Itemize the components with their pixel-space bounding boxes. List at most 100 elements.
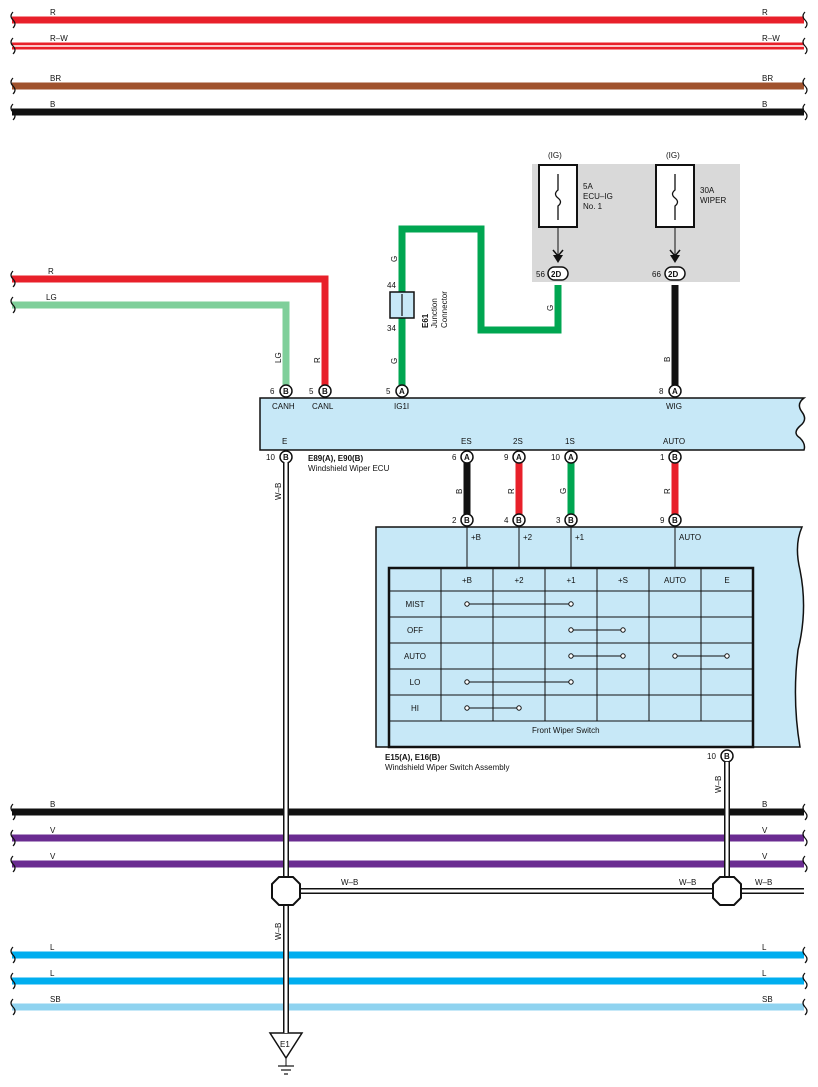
continuity-terminal [568,653,574,659]
continuity-terminal [568,679,574,685]
pin-num: 3 [556,516,561,525]
fuse2-name: WIPER [700,196,726,205]
bus-wire-code-right: L [762,943,767,952]
ecu-box [259,397,807,451]
junction-wire-top-code: G [390,256,399,262]
1s-wire-code: G [559,488,568,494]
fuse1-name: ECU–IG [583,192,613,201]
junction-pin-bottom: 34 [387,324,396,333]
bus-wire-code-left: BR [50,74,61,83]
bus-wire-code-right: R–W [762,34,780,43]
pin-num: 10 [266,453,275,462]
ecu-pin-e-label: E [282,437,287,446]
bus-wire-code-left: B [50,100,55,109]
continuity-terminal [464,705,470,711]
pin-conn: B [672,516,678,525]
pin-num: 10 [707,752,716,761]
pin-num: 5 [386,387,391,396]
continuity-terminal [516,705,522,711]
ground-wires: W–B W–B W–B W–B W–B W–B [274,462,804,1033]
fuse-icon [554,174,562,220]
pin-conn: B [283,453,289,462]
switch-pin-plus1-label: +1 [575,533,585,542]
ecu-switch-wires: B R G R [455,462,679,515]
ecu-pin-canl-label: CANL [312,402,334,411]
switch-table-column-header: +B [462,576,472,585]
fuse-ecu-ig-no1: (IG) 5A ECU–IG No. 1 [538,151,613,263]
continuity-terminal [672,653,678,659]
switch-pin-plus2-label: +2 [523,533,533,542]
continuity-terminal [464,679,470,685]
junction-name: Junction [430,298,439,328]
bus-wire-code-right: B [762,100,767,109]
ecu-bottom-pins: B 10 A 6 A 9 A 10 B 1 [266,450,682,464]
pin-conn: A [399,387,405,396]
splice-octagon-icon [271,876,301,906]
pin-num: 5 [309,387,314,396]
ecu-pin-canh-label: CANH [272,402,295,411]
bus-wire-code-right: V [762,826,768,835]
fuse2-ig-label: (IG) [666,151,680,160]
switch-table-column-header: +1 [566,576,576,585]
pin-num: 4 [504,516,509,525]
pin-num: 6 [452,453,457,462]
switch-table-column-header: +S [618,576,628,585]
arrow-down-icon [670,255,680,263]
switch-table-column-header: +2 [514,576,524,585]
pin-conn: B [464,516,470,525]
switch-pin-auto-label: AUTO [679,533,701,542]
fuse2-wire-code: B [663,357,672,362]
switch-pin-plusb-label: +B [471,533,481,542]
fuse-connectors: 2D 56 2D 66 [536,266,686,281]
pin-conn: B [724,752,730,761]
splice-points [271,876,742,906]
ecu-pin-es-label: ES [461,437,472,446]
pin-num: 1 [660,453,665,462]
pin-num: 9 [660,516,665,525]
junction-id: E61 [421,313,430,328]
continuity-terminal [620,627,626,633]
switch-assembly-ids: E15(A), E16(B) [385,753,440,762]
bus-wire-code-left: R–W [50,34,68,43]
switch-table-row-label: LO [410,678,421,687]
ecu-top-pins: B 6 B 5 A 5 A 8 [270,384,682,398]
continuity-terminal [724,653,730,659]
pin-conn: B [322,387,328,396]
pin-conn: B [568,516,574,525]
ground-e1: E1 [268,1032,304,1075]
switch-table-column-header: AUTO [664,576,686,585]
switch-table-row-label: HI [411,704,419,713]
fuse2-pin: 66 [652,270,661,279]
bus-wire-code-left: B [50,800,55,809]
bus-wire-code-left: L [50,969,55,978]
green-ig-wire: 44 34 E61 Junction Connector G G G [387,225,562,386]
pin-conn: A [464,453,470,462]
continuity-terminal [568,627,574,633]
left-wire-r-label: R [48,267,54,276]
fuse1-wire-code: G [546,305,555,311]
ground-label: E1 [280,1040,290,1049]
splice-octagon-icon [712,876,742,906]
canh-wire-code: LG [274,352,283,363]
pin-conn: B [672,453,678,462]
bus-wire-code-right: V [762,852,768,861]
ecu-pin-wig-label: WIG [666,402,682,411]
ecu-ground-wire-code: W–B [274,483,283,500]
junction-name-line2: Connector [440,291,449,328]
auto-wire-code: R [663,488,672,494]
pin-conn: A [568,453,574,462]
splice-wire-code: W–B [679,878,696,887]
fuse1-pin: 56 [536,270,545,279]
continuity-terminal [568,601,574,607]
